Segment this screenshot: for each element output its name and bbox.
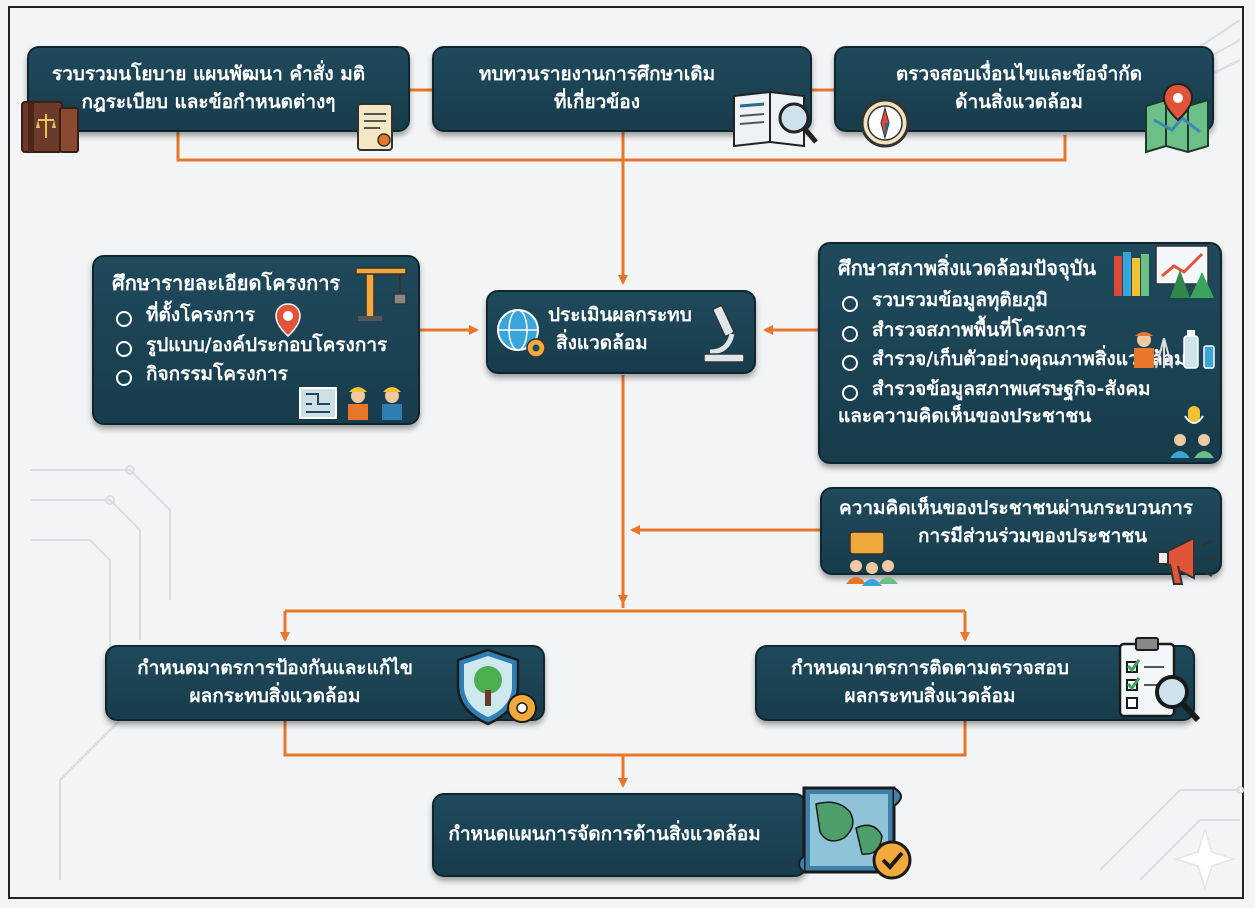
shield-tree-gear-icon (456, 648, 537, 726)
collect-policies-box: รวบรวมนโยบาย แผนพัฒนา คำสั่ง มติ กฎระเบี… (27, 46, 410, 132)
prevention-measures-line2: ผลกระทบสิ่งแวดล้อม (189, 685, 361, 707)
current-env-item-socioeconomic-line1: สำรวจข้อมูลสภาพเศรษฐกิจ-สังคม (872, 377, 1151, 400)
project-details-item-location: ที่ตั้งโครงการ (112, 302, 402, 330)
blueprint-icon (299, 387, 337, 419)
globe-gear-icon (497, 309, 546, 358)
monitoring-measures-line1: กำหนดมาตรการติดตามตรวจสอบ (791, 657, 1069, 680)
review-reports-line2: ที่เกี่ยวข้อง (553, 91, 640, 113)
project-details-item-activities: กิจกรรมโครงการ (112, 361, 402, 389)
microphone-icon (1184, 406, 1204, 424)
review-reports-line1: ทบทวนรายงานการศึกษาเดิม (478, 63, 716, 86)
current-env-item-sampling: สำรวจ/เก็บตัวอย่างคุณภาพสิ่งแวดล้อม (838, 346, 1210, 374)
map-check-icon (798, 786, 912, 880)
scroll-icon (357, 103, 393, 151)
people-icon (1170, 434, 1214, 458)
check-constraints-line2: ด้านสิ่งแวดล้อม (955, 91, 1083, 113)
law-book-icon (21, 101, 79, 153)
trees-icon (1170, 270, 1214, 298)
public-opinion-line1: ความคิดเห็นของประชาชนผ่านกระบวนการ (838, 497, 1194, 519)
current-env-item-socioeconomic: สำรวจข้อมูลสภาพเศรษฐกิจ-สังคม และความคิด… (838, 376, 1210, 431)
current-env-box: ศึกษาสภาพสิ่งแวดล้อมปัจจุบัน รวบรวมข้อมู… (818, 242, 1222, 464)
compass-icon (860, 98, 910, 148)
collect-policies-line1: รวบรวมนโยบาย แผนพัฒนา คำสั่ง มติ (51, 63, 366, 86)
management-plan-box: กำหนดแผนการจัดการด้านสิ่งแวดล้อม (432, 793, 807, 877)
current-env-item-survey: สำรวจสภาพพื้นที่โครงการ (838, 317, 1210, 345)
microscope-icon (703, 305, 745, 363)
circuit-decoration (30, 19, 1244, 881)
diagram-frame (8, 6, 1244, 899)
meeting-icon (846, 531, 898, 586)
prevention-measures-line1: กำหนดมาตรการป้องกันและแก้ไข (137, 657, 413, 680)
monitoring-measures-line2: ผลกระทบสิ่งแวดล้อม (844, 685, 1016, 707)
public-opinion-line2: การมีส่วนร่วมของประชาชน (918, 524, 1148, 547)
flow-connectors (176, 88, 1067, 788)
project-details-title: ศึกษารายละเอียดโครงการ (112, 271, 341, 295)
megaphone-icon (1157, 536, 1216, 585)
surveyor-icon (1134, 332, 1173, 369)
crane-icon (355, 267, 407, 321)
collect-policies-line2: กฎระเบียบ และข้อกำหนดต่างๆ (81, 91, 336, 113)
checklist-magnifier-icon (1118, 637, 1201, 723)
sparkle-icon (1173, 827, 1237, 891)
report-magnifier-icon (733, 90, 818, 148)
location-pin-icon (275, 303, 301, 337)
current-env-item-socioeconomic-line2: และความคิดเห็นของประชาชน (838, 405, 1092, 428)
check-constraints-line1: ตรวจสอบเงื่อนไขและข้อจำกัด (895, 63, 1143, 86)
workers-icon (348, 387, 402, 420)
assessment-line2: สิ่งแวดล้อม (556, 331, 648, 354)
project-details-item-components: รูปแบบ/องค์ประกอบโครงการ (112, 332, 402, 360)
water-sample-icon (1183, 330, 1215, 369)
map-pin-icon (1145, 82, 1209, 154)
current-env-title: ศึกษาสภาพสิ่งแวดล้อมปัจจุบัน (838, 256, 1097, 280)
management-plan-label: กำหนดแผนการจัดการด้านสิ่งแวดล้อม (448, 823, 761, 846)
current-env-item-secondary: รวบรวมข้อมูลทุติยภูมิ (838, 287, 1210, 315)
assessment-line1: ประเมินผลกระทบ (548, 304, 692, 326)
